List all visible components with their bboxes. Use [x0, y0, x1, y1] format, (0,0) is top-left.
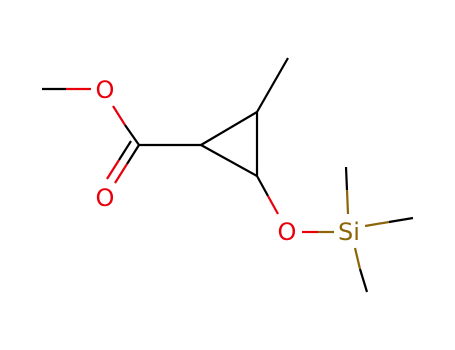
bond-ring-methyl	[256, 57, 289, 113]
bond-carbonyl-double-1a	[126, 144, 140, 165]
bond-carbonyl-double-2b	[106, 159, 120, 180]
bond-ester-o-carbonyl-c-a	[112, 105, 126, 126]
bond-si-methyl-right-b	[388, 216, 414, 224]
bond-si-methyl-up-b	[345, 189, 350, 215]
bond-si-methyl-down-b	[358, 268, 369, 293]
bond-ring-ether-o-a	[256, 175, 269, 197]
atom-label-ester-oxygen: O	[96, 76, 115, 104]
atom-label-ether-oxygen: O	[278, 218, 297, 246]
bond-si-methyl-right-a	[364, 220, 390, 228]
bond-carbonyl-double-2a	[118, 140, 132, 161]
bond-si-methyl-down-a	[353, 247, 362, 270]
atom-label-silicon: Si	[338, 218, 360, 246]
bond-carbonyl-double-1b	[114, 163, 128, 184]
bond-si-methyl-up-a	[344, 166, 349, 191]
bond-ester-o-carbonyl-c-b	[124, 124, 140, 146]
bond-ring-ether-o-b	[267, 195, 279, 215]
bond-ring-1	[200, 111, 258, 146]
atom-label-carbonyl-oxygen: O	[96, 184, 115, 212]
bond-ring-3	[200, 144, 258, 177]
